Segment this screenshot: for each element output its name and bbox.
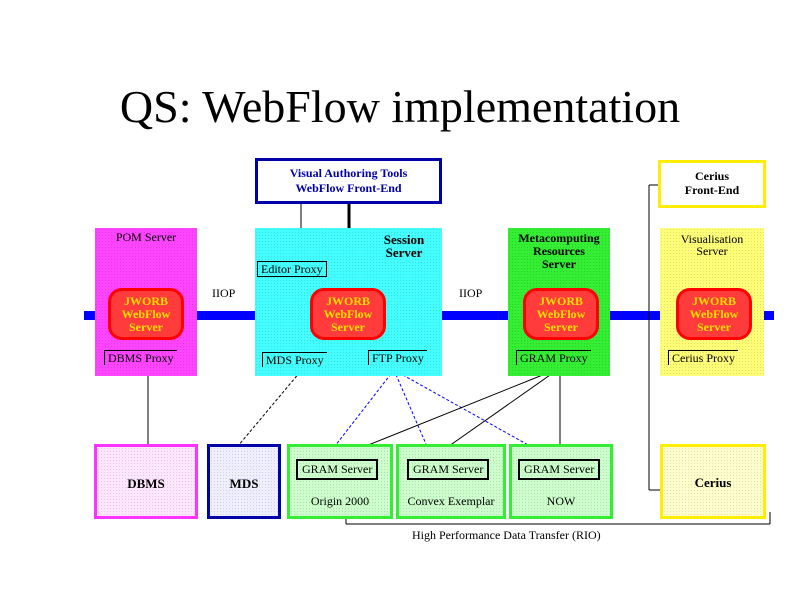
gram-server-now: GRAM Server xyxy=(518,459,601,480)
mds-proxy: MDS Proxy xyxy=(262,352,327,367)
high-performance-label: High Performance Data Transfer (RIO) xyxy=(412,528,601,542)
dbms-box: DBMS xyxy=(94,444,198,519)
visual-authoring-tools-box: Visual Authoring Tools WebFlow Front-End xyxy=(255,158,442,204)
session-server-label: Session xyxy=(383,232,425,247)
editor-proxy: Editor Proxy xyxy=(257,261,327,277)
iiop-left-label: IIOP xyxy=(212,286,236,300)
cerius-frontend-sublabel: Front-End xyxy=(684,183,740,197)
visualisation-sublabel: Server xyxy=(696,244,728,258)
cerius-box: Cerius xyxy=(660,444,766,519)
gram-server-convex: GRAM Server xyxy=(407,459,490,480)
session-server-sublabel: Server xyxy=(385,245,423,260)
iiop-right-label: IIOP xyxy=(459,286,483,300)
dbms-proxy: DBMS Proxy xyxy=(104,350,177,365)
cerius-frontend-box: Cerius Front-End xyxy=(658,160,766,208)
cerius-frontend-label: Cerius xyxy=(695,169,729,183)
slide-title: QS: WebFlow implementation xyxy=(119,81,681,132)
dbms-label: DBMS xyxy=(127,476,165,491)
origin-box: GRAM Server Origin 2000 xyxy=(287,444,393,519)
cerius-label: Cerius xyxy=(694,475,732,490)
cerius-proxy: Cerius Proxy xyxy=(668,350,738,365)
now-box: GRAM Server NOW xyxy=(509,444,613,519)
metacomputing-sublabel: Resources xyxy=(533,244,585,258)
gram-proxy: GRAM Proxy xyxy=(516,350,591,365)
convex-label: Convex Exemplar xyxy=(407,494,495,508)
now-label: NOW xyxy=(546,494,576,508)
origin-label: Origin 2000 xyxy=(310,494,370,508)
pom-server-label: POM Server xyxy=(115,230,177,244)
visual-tools-subtitle: WebFlow Front-End xyxy=(295,181,402,195)
mds-label: MDS xyxy=(229,476,259,491)
visual-tools-title: Visual Authoring Tools xyxy=(289,166,408,180)
metacomputing-sublabel-2: Server xyxy=(542,257,576,271)
visualisation-label: Visualisation xyxy=(680,232,744,246)
convex-box: GRAM Server Convex Exemplar xyxy=(396,444,506,519)
mds-box: MDS xyxy=(207,444,281,519)
ftp-proxy: FTP Proxy xyxy=(368,350,427,365)
metacomputing-label: Metacomputing xyxy=(518,231,600,245)
gram-server-origin: GRAM Server xyxy=(296,459,379,480)
